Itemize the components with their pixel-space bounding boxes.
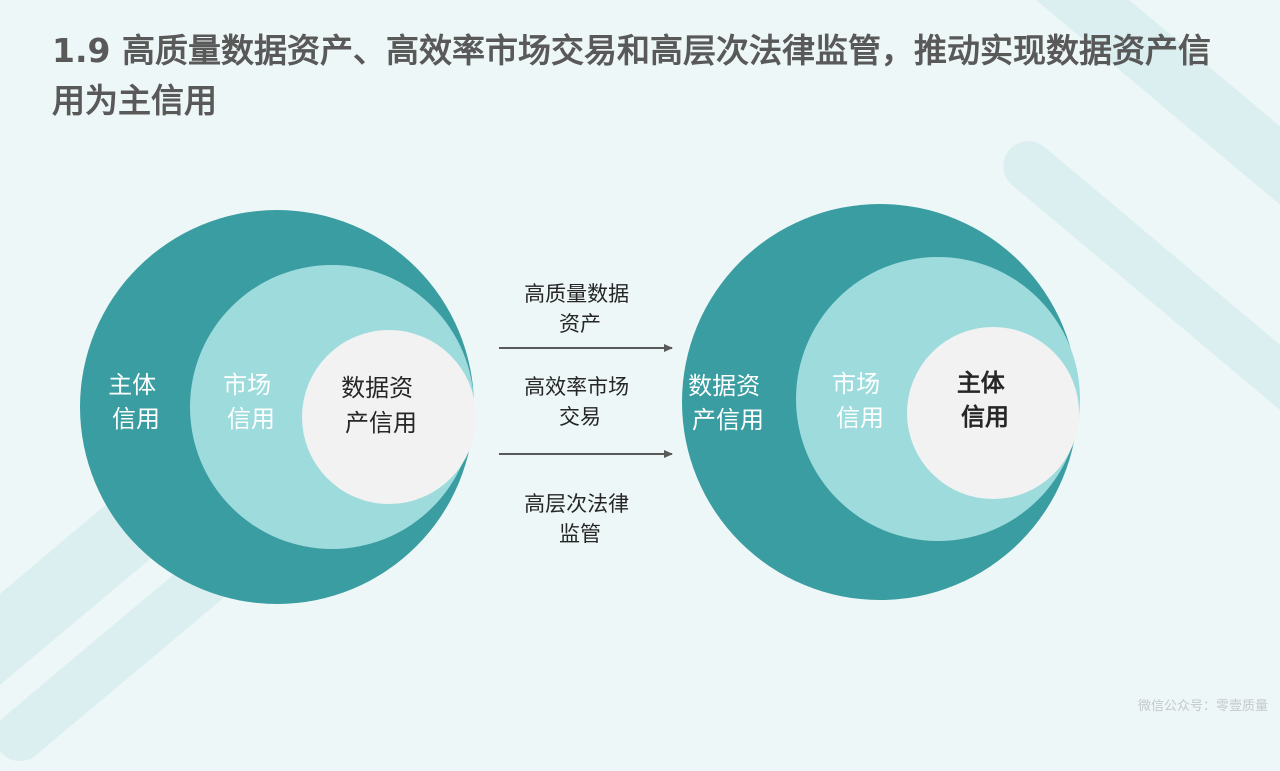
- right-inner-circle: [907, 327, 1079, 499]
- right-inner-label: 主体 信用: [957, 369, 1013, 431]
- left-outer-label: 主体 信用: [108, 371, 164, 433]
- arrow-label-market-efficiency: 高效率市场 交易: [524, 375, 636, 429]
- transition-arrows: 高质量数据 资产 高效率市场 交易 高层次法律 监管: [499, 282, 673, 546]
- page-title: 1.9 高质量数据资产、高效率市场交易和高层次法律监管，推动实现数据资产信用为主…: [52, 31, 1211, 120]
- left-circle-diagram: 主体 信用 市场 信用 数据资 产信用: [80, 210, 476, 604]
- left-inner-label: 数据资 产信用: [341, 374, 421, 437]
- right-outer-label: 数据资 产信用: [688, 372, 768, 434]
- left-inner-circle: [302, 330, 476, 504]
- credit-diagram: 主体 信用 市场 信用 数据资 产信用 高质量数据 资产 高效率市场 交易 高层…: [80, 204, 1080, 604]
- right-circle-diagram: 数据资 产信用 市场 信用 主体 信用: [682, 204, 1080, 600]
- watermark: 微信公众号：零壹质量: [1137, 699, 1268, 714]
- right-middle-label: 市场 信用: [832, 370, 888, 432]
- arrow-label-data-quality: 高质量数据 资产: [524, 282, 636, 336]
- left-middle-label: 市场 信用: [223, 371, 279, 433]
- arrow-label-legal-supervision: 高层次法律 监管: [524, 492, 636, 546]
